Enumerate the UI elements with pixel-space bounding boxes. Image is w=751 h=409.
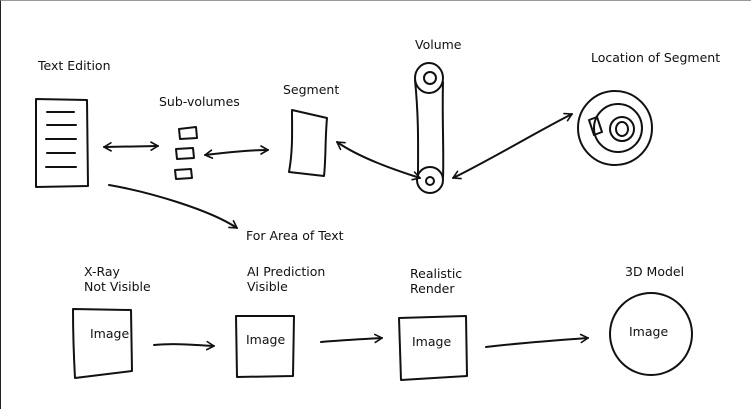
model-image-text: Image xyxy=(629,324,669,339)
arrow-realistic-to-model xyxy=(485,333,589,348)
label-segment: Segment xyxy=(283,82,340,97)
label-realistic-line1: Realistic xyxy=(410,266,463,281)
sub-volumes-icon xyxy=(174,126,198,180)
arrow-for-area-of-text xyxy=(108,184,238,229)
realistic-image-box xyxy=(398,315,468,381)
label-ai-line2: Visible xyxy=(247,279,288,294)
xray-image-text: Image xyxy=(90,326,130,341)
realistic-image-text: Image xyxy=(412,334,452,349)
ai-image-text: Image xyxy=(246,332,286,347)
label-volume: Volume xyxy=(415,37,462,52)
label-location-of-segment: Location of Segment xyxy=(591,50,721,65)
label-xray-line2: Not Visible xyxy=(84,279,151,294)
arrow-xray-to-ai xyxy=(153,340,215,351)
arrow-ai-to-realistic xyxy=(320,333,383,344)
label-xray: X-Ray Not Visible xyxy=(84,264,151,294)
label-ai-line1: AI Prediction xyxy=(247,264,326,279)
arrow-volume-to-location xyxy=(452,112,573,180)
arrow-segment-to-volume xyxy=(336,141,421,181)
ai-image-box xyxy=(235,315,295,378)
label-sub-volumes: Sub-volumes xyxy=(159,94,240,109)
label-text-edition: Text Edition xyxy=(38,58,111,73)
label-for-area-of-text: For Area of Text xyxy=(246,228,344,243)
arrow-subvolumes-to-segment xyxy=(204,145,269,159)
arrow-text-to-subvolumes xyxy=(103,141,159,152)
xray-image-box xyxy=(72,308,133,379)
volume-scroll-icon xyxy=(414,62,445,194)
location-of-segment-icon xyxy=(577,90,653,166)
label-3d-model: 3D Model xyxy=(625,264,685,279)
label-realistic-line2: Render xyxy=(410,281,455,296)
label-realistic-render: Realistic Render xyxy=(410,266,462,296)
label-xray-line1: X-Ray xyxy=(84,264,120,279)
segment-sheet-icon xyxy=(288,109,328,177)
model-3d-circle xyxy=(609,292,693,376)
label-ai-prediction: AI Prediction Visible xyxy=(247,264,325,294)
text-edition-document-icon xyxy=(35,98,89,188)
